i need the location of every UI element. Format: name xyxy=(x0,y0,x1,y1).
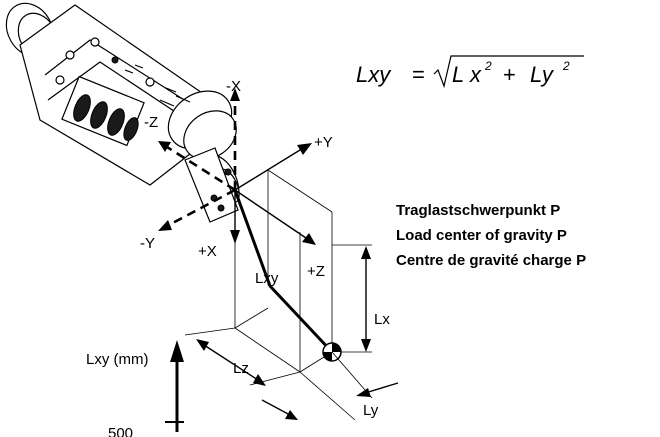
label-ly: Ly xyxy=(363,402,379,419)
chart-axis-arrowhead xyxy=(170,340,184,362)
lxy-path xyxy=(233,189,334,354)
negative-axes xyxy=(158,88,240,231)
chart-axis-tick-500: 500 xyxy=(108,425,133,437)
formula-plus: + xyxy=(503,62,516,87)
formula-equals: = xyxy=(412,62,425,87)
lx-dimension xyxy=(361,246,371,352)
formula-term-ly: Ly xyxy=(530,62,555,87)
formula-lhs: Lxy xyxy=(356,62,392,87)
label-neg-x: -X xyxy=(226,78,241,95)
lxy-chart-axis: Lxy (mm) 500 xyxy=(86,340,184,437)
neg-y-arrowhead xyxy=(158,220,172,231)
robot-wrist-illustration xyxy=(5,2,240,223)
label-pos-y: +Y xyxy=(314,134,333,151)
positive-axes xyxy=(230,143,316,245)
label-lz: Lz xyxy=(233,360,249,377)
formula-exp-1: 2 xyxy=(484,59,492,73)
ly-dimension xyxy=(261,351,399,421)
label-pos-z: +Z xyxy=(307,263,325,280)
formula-term-lx: L x xyxy=(452,62,482,87)
neg-x-arrowhead xyxy=(230,88,240,101)
legend-line-de: Traglastschwerpunkt P xyxy=(396,202,560,219)
lz-dimension xyxy=(184,327,301,386)
formula-sqrt-sign xyxy=(433,55,584,89)
pos-y-arrowhead xyxy=(297,143,312,155)
label-neg-y: -Y xyxy=(140,235,155,252)
legend-line-en: Load center of gravity P xyxy=(396,227,567,244)
load-center-marker xyxy=(322,342,342,362)
label-neg-z: -Z xyxy=(144,114,158,131)
neg-y-axis-line xyxy=(166,188,236,228)
legend-line-fr: Centre de gravité charge P xyxy=(396,252,586,269)
lxy-formula: Lxy = L x 2 + Ly 2 xyxy=(356,55,584,89)
label-pos-x: +X xyxy=(198,243,217,260)
label-lx: Lx xyxy=(374,311,390,328)
axis-labels: -X -Z +Y -Y +X +Z xyxy=(140,78,333,280)
pos-z-axis-line xyxy=(234,189,307,239)
neg-z-axis-line xyxy=(166,145,236,192)
pos-z-arrowhead xyxy=(302,233,316,245)
formula-exp-2: 2 xyxy=(562,59,570,73)
chart-axis-label: Lxy (mm) xyxy=(86,351,149,368)
neg-z-arrowhead xyxy=(158,141,171,152)
load-center-legend: Traglastschwerpunkt P Load center of gra… xyxy=(396,202,586,269)
dimension-labels: Lxy Lx Lz Ly xyxy=(233,270,390,419)
label-lxy: Lxy xyxy=(255,270,279,287)
